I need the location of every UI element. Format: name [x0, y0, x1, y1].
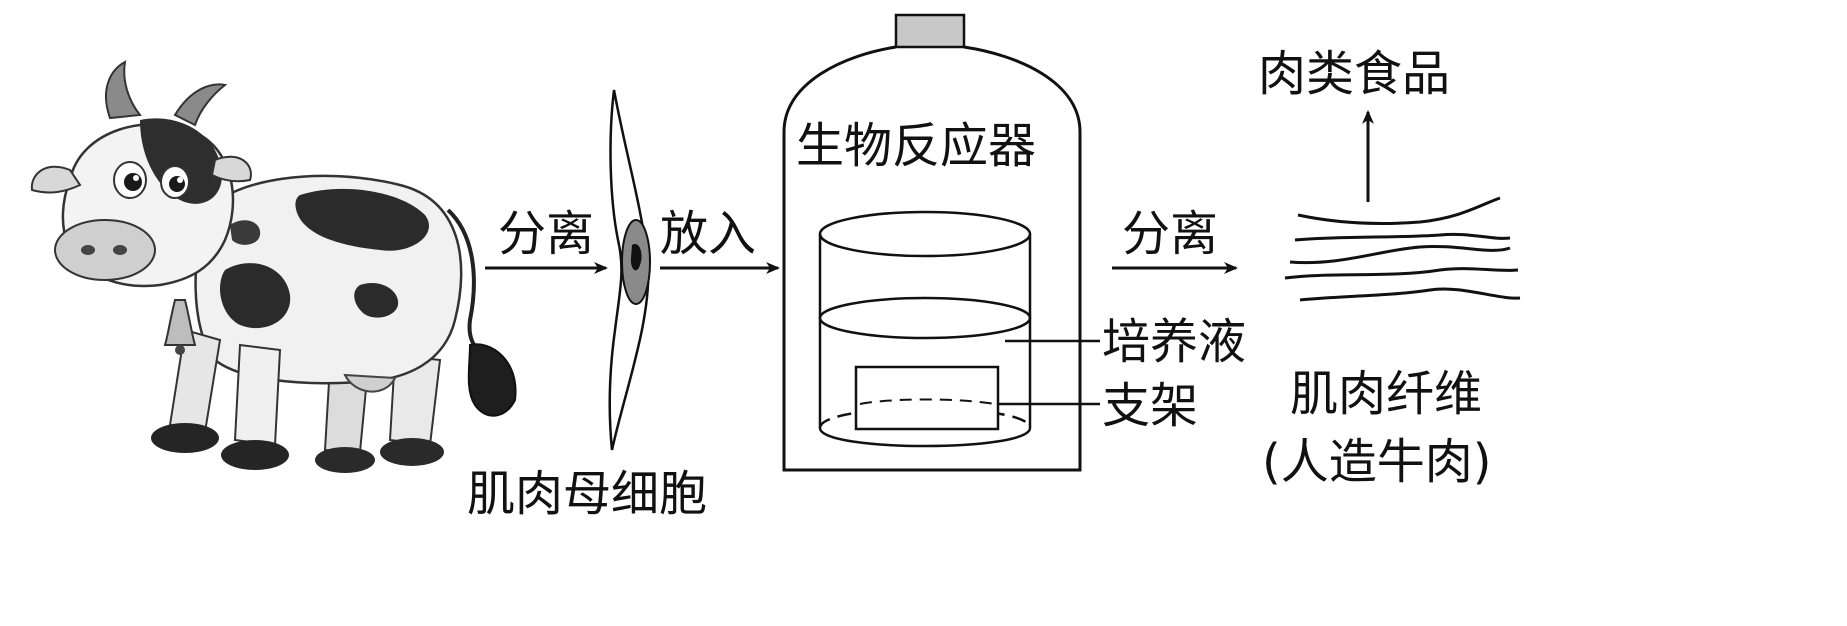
put-in-label: 放入: [660, 206, 756, 262]
bioreactor: 生物反应器: [782, 13, 1082, 472]
separate-label-2: 分离: [1122, 206, 1218, 262]
muscle-fiber-label: 肌肉纤维: [1290, 366, 1482, 422]
step-separate-2: 分离: [1112, 206, 1238, 274]
culture-medium-surface: [818, 296, 1032, 340]
step-separate-1: 分离: [485, 206, 608, 274]
muscle-fibers: [1284, 196, 1521, 302]
bioreactor-cap: [894, 13, 966, 49]
scaffold: [854, 365, 1000, 431]
muscle-fiber-sublabel: (人造牛肉): [1262, 434, 1491, 490]
bioreactor-vessel: [782, 45, 1082, 472]
culture-container: [818, 210, 1032, 448]
scaffold-label: 支架: [1102, 378, 1198, 434]
bioreactor-label: 生物反应器: [796, 118, 1036, 174]
myoblast-cell-label: 肌肉母细胞: [467, 466, 707, 522]
cow-illustration: [30, 60, 517, 473]
meat-food-label: 肉类食品: [1258, 46, 1450, 102]
culture-medium-label: 培养液: [1102, 314, 1246, 370]
separate-label-1: 分离: [498, 206, 594, 262]
step-put-in: 放入: [660, 206, 780, 274]
myoblast-cell: 肌肉母细胞: [467, 89, 707, 522]
